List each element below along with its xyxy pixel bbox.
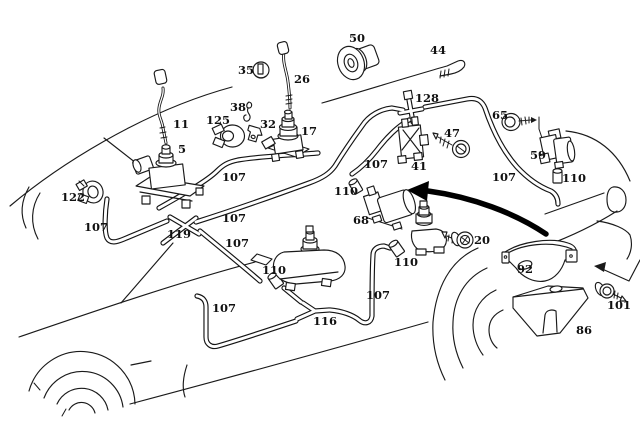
part-label-107-e: 107 — [84, 220, 108, 234]
hood-line — [9, 86, 233, 207]
part-label-38: 38 — [230, 100, 246, 114]
part-32-bracket — [247, 124, 263, 143]
part-label-44: 44 — [430, 43, 446, 57]
part-label-107-c: 107 — [222, 170, 246, 184]
part-label-68: 68 — [353, 213, 369, 227]
part-label-92: 92 — [517, 262, 533, 276]
pointer-arrow-68 — [407, 181, 549, 237]
part-68-valve — [362, 185, 417, 231]
part-label-65: 65 — [492, 108, 508, 122]
part-label-107-d: 107 — [222, 211, 246, 225]
beltline — [18, 261, 256, 338]
part-label-110-a: 110 — [562, 171, 586, 185]
part-label-11: 11 — [173, 117, 189, 131]
part-5-valve — [132, 144, 205, 209]
part-50-bushing — [336, 44, 380, 81]
part-110-cylinder — [552, 168, 563, 184]
part-valve-small — [410, 200, 448, 256]
part-label-119: 119 — [167, 227, 191, 241]
part-label-107-h: 107 — [212, 301, 236, 315]
part-26-rod — [276, 41, 293, 110]
part-38-clip — [243, 101, 253, 122]
door-cut — [182, 364, 188, 398]
part-label-17: 17 — [301, 124, 317, 138]
part-label-50: 50 — [349, 31, 365, 45]
part-59-valve — [538, 128, 576, 170]
part-label-86: 86 — [576, 323, 592, 337]
part-125-clamp — [211, 123, 246, 149]
part-122-clamp — [75, 179, 104, 205]
part-label-101: 101 — [607, 298, 631, 312]
components — [75, 41, 640, 337]
part-label-59: 59 — [530, 148, 546, 162]
part-20-screw — [441, 231, 474, 249]
part-110-cylinder — [388, 239, 406, 258]
part-35-grommet — [252, 61, 270, 79]
part-label-26: 26 — [294, 72, 310, 86]
part-65-screw — [501, 112, 544, 142]
part-label-110-c: 110 — [394, 255, 418, 269]
part-label-122: 122 — [61, 190, 85, 204]
part-label-5: 5 — [178, 142, 186, 156]
car-body-outline — [9, 86, 632, 417]
part-label-41: 41 — [411, 159, 427, 173]
part-label-110-d: 110 — [262, 263, 286, 277]
cowl-line — [103, 137, 137, 164]
front-edge — [21, 186, 30, 229]
part-110-cylinder — [348, 178, 364, 195]
part-41-valve — [397, 89, 430, 164]
pointer-arrow-92 — [594, 259, 640, 282]
part-92-cover — [501, 239, 578, 282]
front-edge-2 — [32, 192, 41, 240]
part-47-screw — [432, 132, 471, 159]
part-17-valve — [261, 109, 310, 162]
part-label-116: 116 — [313, 314, 337, 328]
rocker-line — [129, 321, 429, 405]
part-label-110-b: 110 — [334, 184, 358, 198]
door-handle — [130, 360, 152, 366]
part-label-32: 32 — [260, 117, 276, 131]
part-labels: 50 44 35 26 128 38 65 125 11 32 17 47 5 … — [61, 31, 631, 337]
part-101-screw — [594, 281, 627, 302]
part-label-47: 47 — [444, 126, 460, 140]
part-label-128: 128 — [415, 91, 439, 105]
rear-deck — [544, 192, 605, 215]
part-label-107-a: 107 — [364, 157, 388, 171]
part-110-cylinder — [267, 271, 285, 290]
part-pump-central — [250, 225, 346, 292]
part-44-hose — [321, 59, 466, 104]
c-pillar — [565, 130, 631, 182]
quarter-window — [606, 186, 627, 213]
trunk-edge — [596, 220, 632, 260]
part-label-107-b: 107 — [492, 170, 516, 184]
leader-line-119 — [120, 242, 174, 304]
part-label-107-g: 107 — [366, 288, 390, 302]
part-label-125: 125 — [206, 113, 230, 127]
part-label-35: 35 — [238, 63, 254, 77]
part-86-cover — [512, 285, 589, 337]
part-11-rod — [153, 68, 168, 145]
part-label-20: 20 — [474, 233, 490, 247]
part-label-107-f: 107 — [225, 236, 249, 250]
